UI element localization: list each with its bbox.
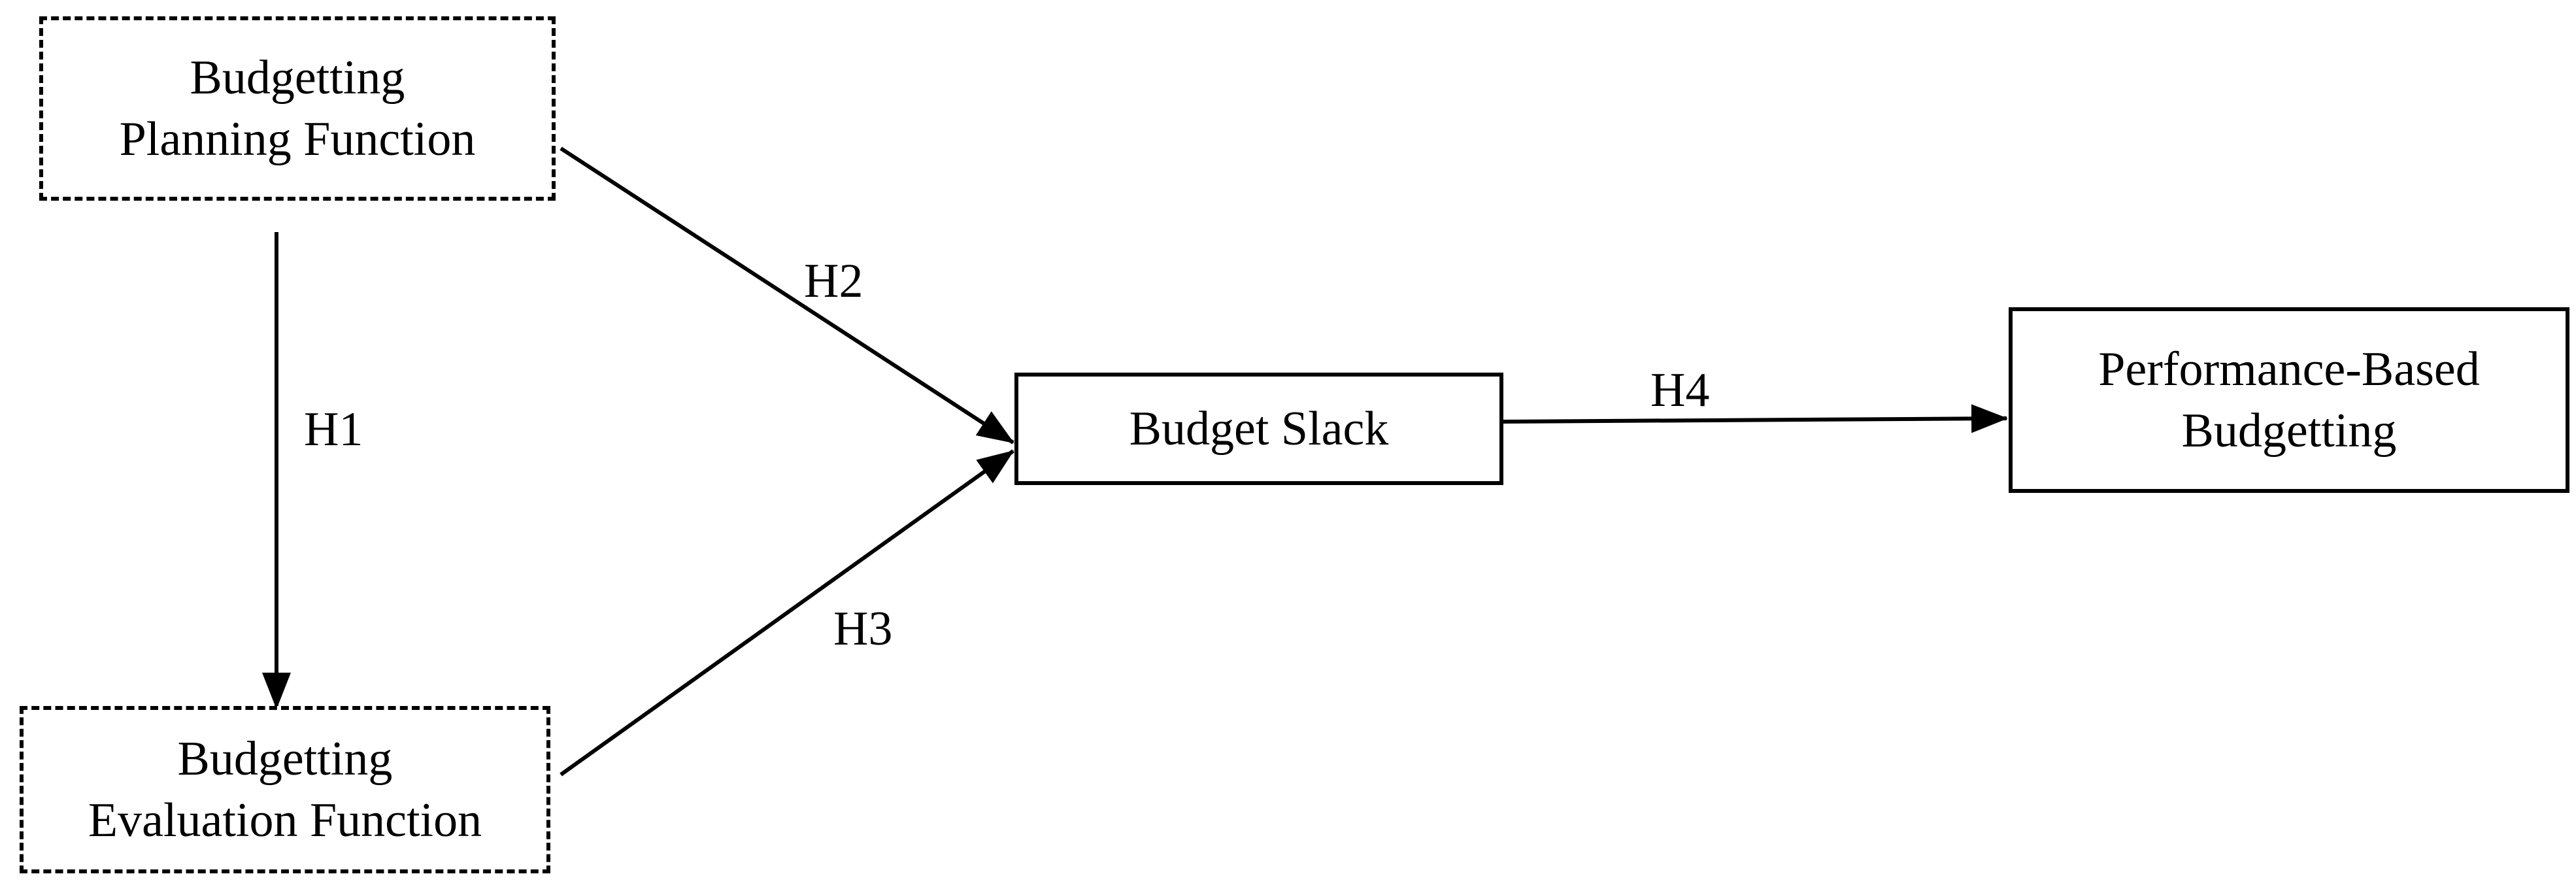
edge-label-h1: H1 (304, 403, 363, 456)
node-label-line: Planning Function (119, 112, 476, 166)
edge-label-h2: H2 (804, 254, 863, 308)
node-label-line: Budgetting (190, 51, 405, 105)
node-budget-slack: Budget Slack (1014, 373, 1503, 485)
node-label: Performance-Based Budgetting (2098, 339, 2480, 462)
node-label: Budgetting Evaluation Function (88, 728, 482, 851)
node-label-line: Budget Slack (1129, 402, 1389, 456)
edge-h3-arrow (560, 449, 1014, 777)
node-performance-based-budgetting: Performance-Based Budgetting (2009, 307, 2569, 493)
node-label-line: Evaluation Function (88, 794, 482, 847)
edge-h4-arrow (1503, 404, 2008, 433)
edge-label-h4: H4 (1650, 363, 1710, 417)
edge-label-h3: H3 (833, 602, 893, 656)
node-label: Budget Slack (1129, 398, 1389, 460)
node-label-line: Budgetting (177, 732, 393, 786)
edge-h2-arrow (560, 146, 1014, 445)
node-budgetting-evaluation-function: Budgetting Evaluation Function (20, 706, 550, 873)
node-label-line: Performance-Based (2098, 343, 2480, 396)
node-label-line: Budgetting (2181, 404, 2397, 458)
node-budgetting-planning-function: Budgetting Planning Function (39, 16, 556, 201)
node-label: Budgetting Planning Function (120, 47, 476, 170)
